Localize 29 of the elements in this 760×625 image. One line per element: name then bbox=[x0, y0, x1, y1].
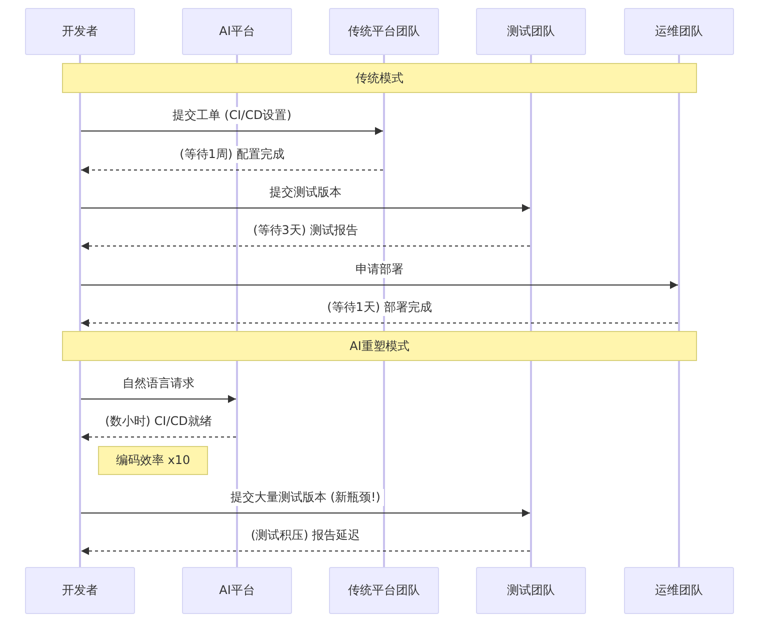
message-arrow bbox=[80, 127, 384, 135]
participant-box: 开发者 bbox=[25, 567, 135, 614]
participant-box: AI平台 bbox=[182, 567, 292, 614]
note-box: 编码效率 x10 bbox=[98, 446, 208, 475]
note-box: 传统模式 bbox=[62, 63, 697, 93]
message-arrow bbox=[80, 395, 236, 403]
lifeline bbox=[678, 55, 680, 567]
lifeline bbox=[383, 55, 385, 567]
participant-box: 传统平台团队 bbox=[329, 8, 439, 55]
message-arrow bbox=[80, 547, 530, 555]
edge-label: 提交大量测试版本 (新瓶颈!) bbox=[228, 489, 384, 506]
note-box: AI重塑模式 bbox=[62, 331, 697, 361]
participant-box: AI平台 bbox=[182, 8, 292, 55]
message-arrow bbox=[80, 166, 384, 174]
message-arrow bbox=[80, 319, 678, 327]
participant-box: 测试团队 bbox=[476, 567, 586, 614]
participant-box: 运维团队 bbox=[624, 567, 734, 614]
participant-box: 测试团队 bbox=[476, 8, 586, 55]
lifeline bbox=[79, 55, 81, 567]
lifeline bbox=[530, 55, 532, 567]
message-arrow bbox=[80, 281, 678, 289]
participant-box: 运维团队 bbox=[624, 8, 734, 55]
message-arrow bbox=[80, 509, 530, 517]
participant-box: 传统平台团队 bbox=[329, 567, 439, 614]
participant-box: 开发者 bbox=[25, 8, 135, 55]
message-arrow bbox=[80, 433, 236, 441]
message-arrow bbox=[80, 204, 530, 212]
lifeline bbox=[236, 55, 238, 567]
message-arrow bbox=[80, 242, 530, 250]
